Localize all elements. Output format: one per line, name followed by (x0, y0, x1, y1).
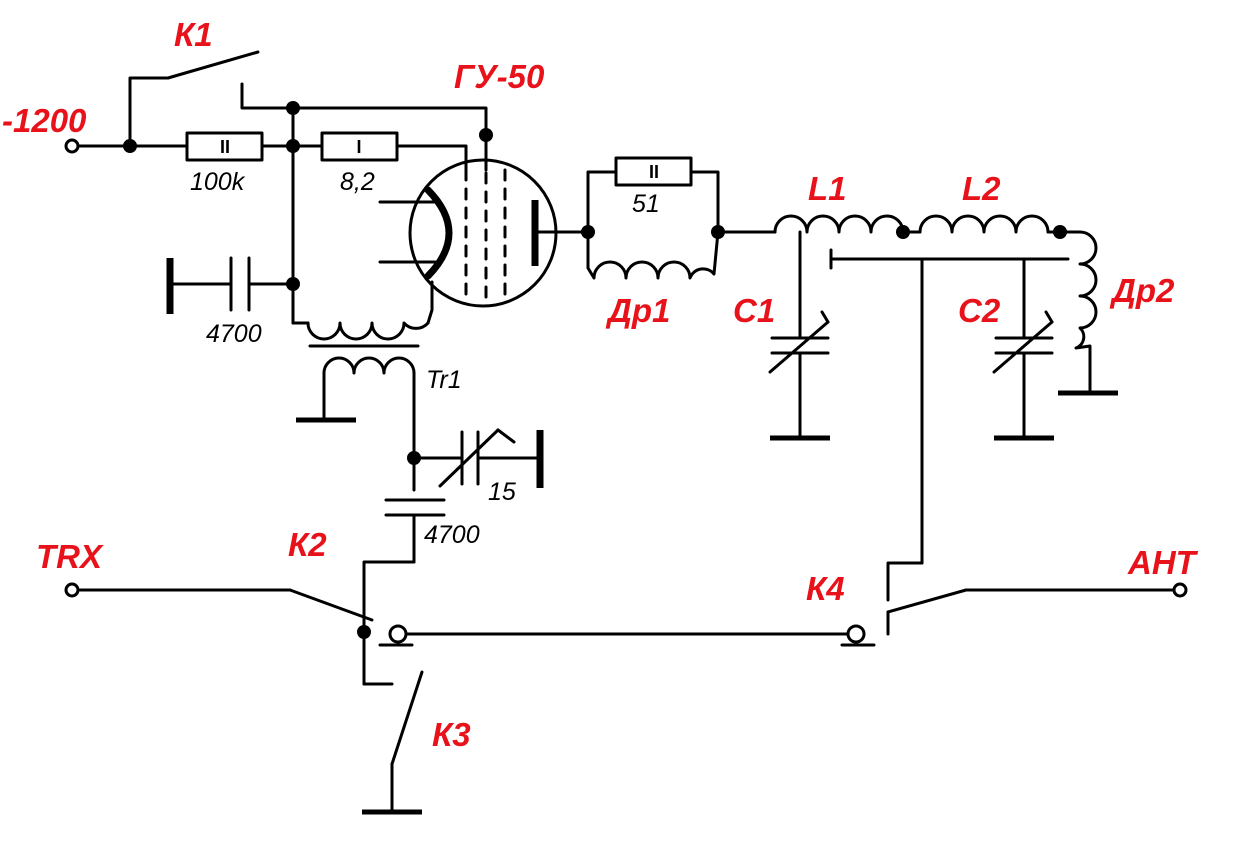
terminal-ant (1172, 582, 1188, 598)
junction-dots (123, 101, 1067, 639)
label-l1: L1 (808, 170, 847, 207)
pi-network (768, 214, 1118, 565)
value-8-2: 8,2 (340, 168, 375, 196)
label-choke2: Др2 (1109, 272, 1175, 309)
label-l2: L2 (962, 170, 1001, 207)
value-51: 51 (632, 190, 660, 218)
power-mark-100k: II (220, 137, 230, 157)
value-c-4700-top: 4700 (206, 320, 262, 348)
label-k3: К3 (432, 716, 471, 753)
tube-gu50 (378, 133, 590, 308)
k4-contact (846, 624, 866, 644)
anode-parasitic-suppressor (586, 156, 777, 280)
k2-contact (388, 624, 408, 644)
label-c2: С2 (958, 292, 1001, 329)
k4-switch-blade (886, 588, 968, 614)
terminal-supply (64, 138, 80, 154)
label-ant: АНТ (1127, 544, 1199, 581)
label-k4: К4 (806, 570, 845, 607)
k1-switch-blade (166, 50, 260, 80)
k3-switch-blade (390, 670, 424, 766)
label-k1: К1 (174, 16, 213, 53)
value-c-4700-bottom: 4700 (424, 521, 480, 549)
relays (78, 561, 1178, 815)
label-trx: TRX (36, 538, 104, 575)
transformer-tr1 (291, 280, 544, 634)
value-100k: 100k (190, 168, 246, 196)
power-mark-8-2: I (356, 137, 361, 157)
value-tr1: Tr1 (426, 366, 462, 394)
value-c-15: 15 (488, 478, 516, 506)
label-choke1: Др1 (605, 292, 670, 329)
label-k2: К2 (288, 526, 327, 563)
k2-switch-blade (288, 588, 374, 622)
label-c1: С1 (733, 292, 775, 329)
label-tube: ГУ-50 (454, 58, 545, 95)
label-supply: -1200 (2, 102, 87, 139)
power-mark-51: II (649, 162, 659, 182)
terminal-trx (64, 582, 80, 598)
terminals (64, 138, 1188, 644)
